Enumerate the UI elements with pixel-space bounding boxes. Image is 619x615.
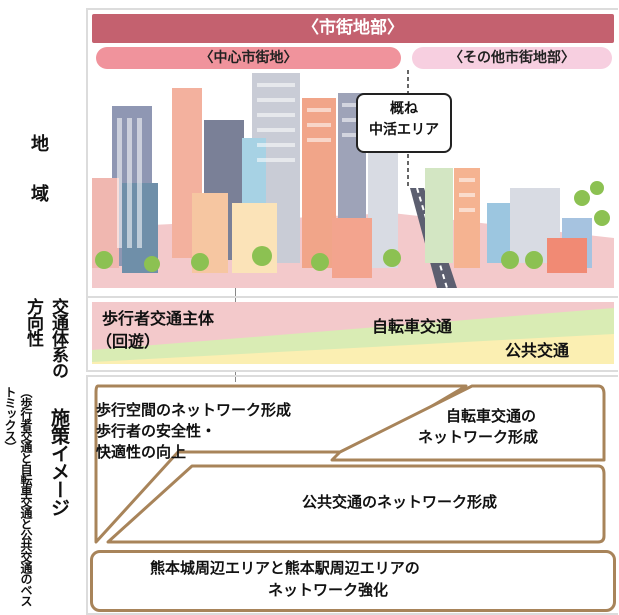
pedestrian-sublabel: （回遊） bbox=[96, 332, 161, 351]
other-urban-pill: 〈その他市街地部〉 bbox=[412, 47, 612, 69]
central-area-callout: 概ね 中活エリア bbox=[356, 93, 452, 153]
ped-measure-line-3: 快適性の向上 bbox=[96, 443, 187, 461]
bike-measure-line-2: ネットワーク形成 bbox=[418, 428, 539, 446]
bottom-measure-line-1: 熊本城周辺エリアと熊本駅周辺エリアの bbox=[150, 559, 420, 577]
bottom-measure-line-2: ネットワーク強化 bbox=[268, 581, 389, 599]
measure-shapes-svg bbox=[94, 384, 606, 544]
region-label-char-1: 地 bbox=[31, 134, 49, 155]
callout-line-2: 中活エリア bbox=[369, 122, 439, 138]
ped-measure-line-2: 歩行者の安全性・ bbox=[96, 422, 217, 440]
pedestrian-label: 歩行者交通主体 bbox=[102, 309, 215, 328]
bike-measure-line-1: 自転車交通の bbox=[446, 407, 537, 425]
city-skyline-svg bbox=[92, 70, 614, 288]
ped-measure-line-1: 歩行空間のネットワーク形成 bbox=[96, 401, 292, 419]
measure-image-label: 施策イメージ bbox=[48, 408, 70, 516]
central-urban-pill: 〈中心市街地〉 bbox=[96, 47, 401, 69]
connector-line bbox=[235, 288, 236, 302]
measure-image-sublabel: （歩行者交通と自転車交通と公共交通のベストミックス） bbox=[3, 386, 33, 606]
urban-area-header: 〈市街地部〉 bbox=[92, 14, 614, 43]
traffic-system-label: 交通体系の方向性 bbox=[23, 298, 68, 378]
traffic-band-svg bbox=[92, 302, 614, 364]
bottom-measure-box bbox=[90, 550, 616, 612]
public-measure: 公共交通のネットワーク形成 bbox=[302, 493, 498, 511]
region-label-char-2: 域 bbox=[31, 184, 49, 205]
region-label: 地 域 bbox=[20, 120, 60, 220]
bicycle-label: 自転車交通 bbox=[372, 317, 453, 336]
city-illustration bbox=[92, 38, 614, 288]
public-transport-label: 公共交通 bbox=[505, 341, 570, 360]
traffic-band-frame bbox=[86, 296, 618, 372]
callout-line-1: 概ね bbox=[390, 101, 418, 117]
